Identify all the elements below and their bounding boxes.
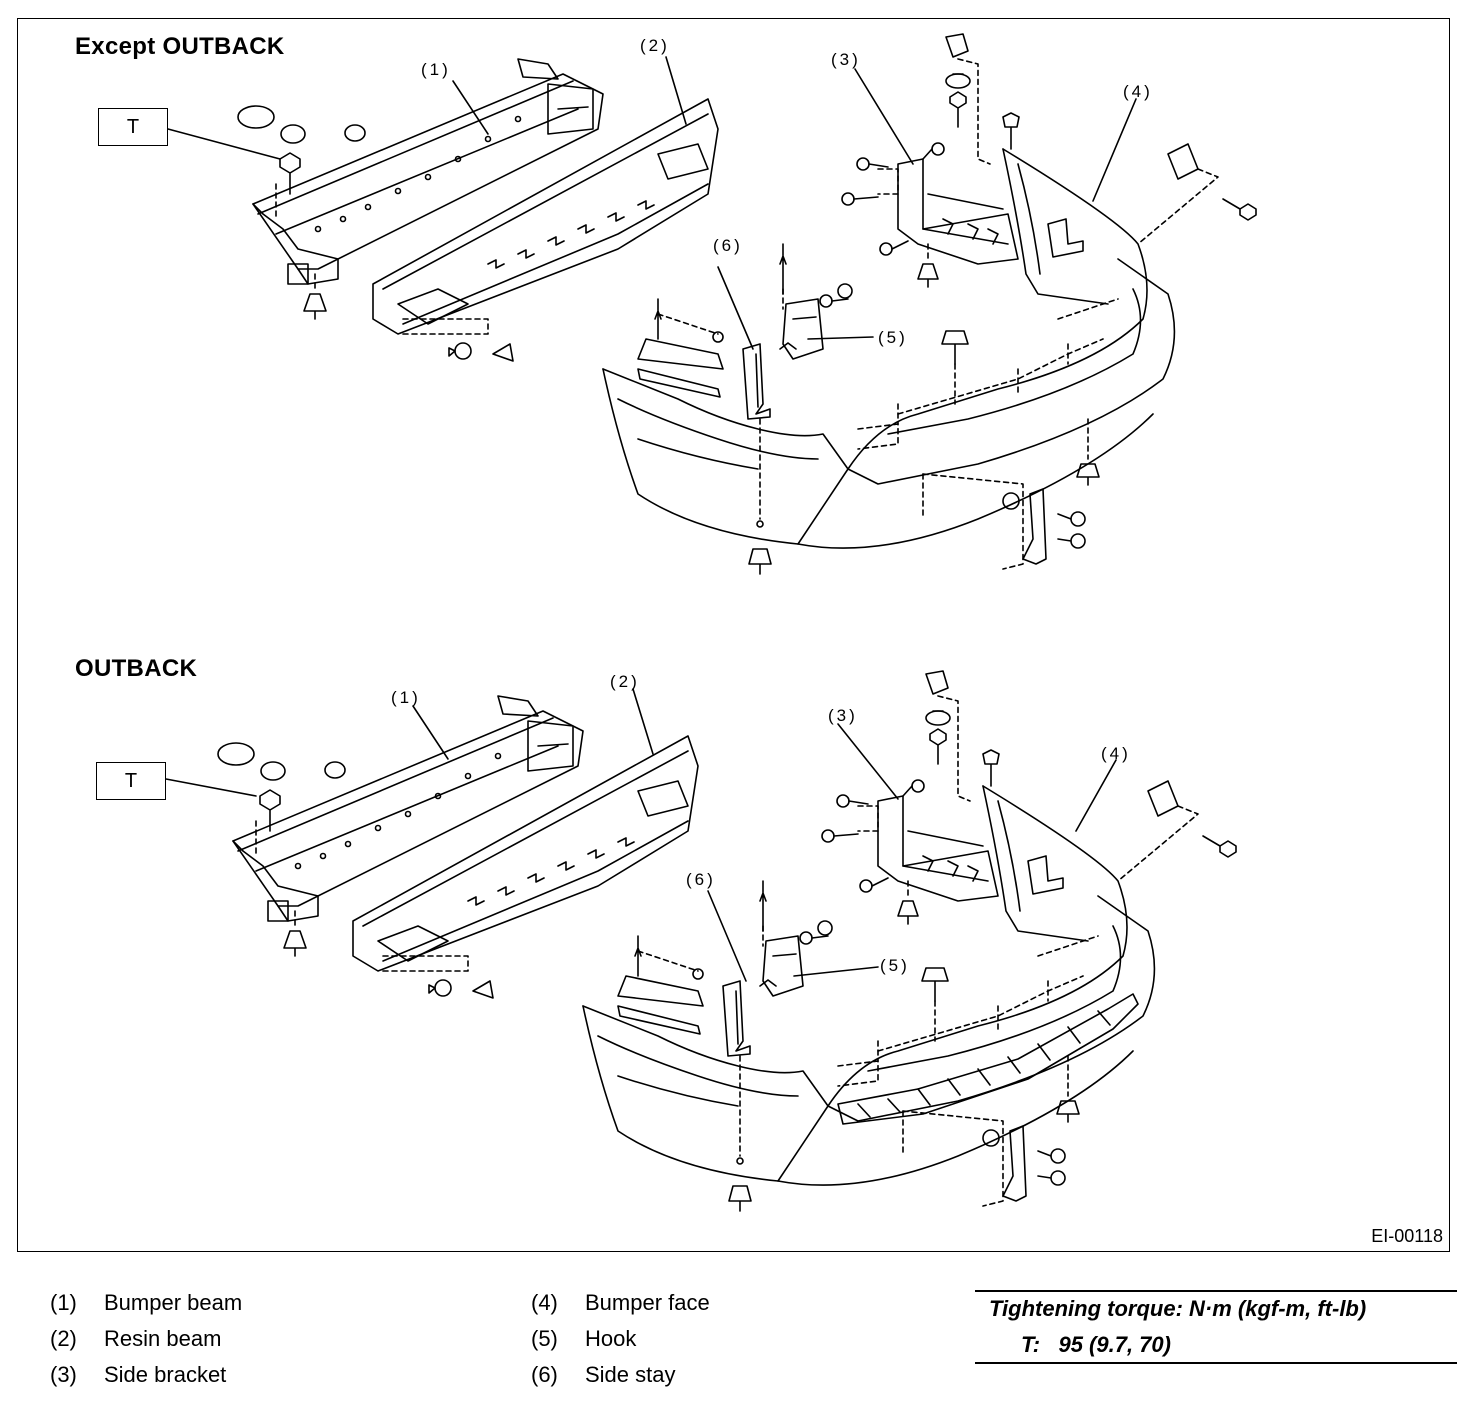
callout-4-upper: (4) — [1123, 82, 1153, 101]
legend-label: Side stay — [585, 1362, 676, 1387]
legend-label: Hook — [585, 1326, 637, 1351]
torque-value: T: 95 (9.7, 70) — [1021, 1332, 1171, 1357]
legend-right-column: (4) Bumper face (5) Hook (6) Side stay — [531, 1290, 710, 1398]
legend-item: (3) Side bracket — [50, 1362, 242, 1398]
callout-5-lower: (5) — [880, 956, 910, 975]
legend-label: Side bracket — [104, 1362, 227, 1387]
callout-3-lower: (3) — [828, 706, 858, 725]
legend-number: (4) — [531, 1290, 558, 1315]
callout-5-upper: (5) — [878, 328, 908, 347]
callout-6-upper: (6) — [713, 236, 743, 255]
torque-tag-lower: T — [96, 762, 166, 800]
lower-bumper-assembly — [217, 670, 1237, 1212]
callout-2-lower: (2) — [610, 672, 640, 691]
callout-6-lower: (6) — [686, 870, 716, 889]
exploded-view-figure: (1) (2) (3) (4) (6) (5) (1) (2) (3) (4) … — [17, 18, 1450, 1252]
legend-number: (6) — [531, 1362, 558, 1387]
section-title-outback: OUTBACK — [75, 655, 198, 682]
bumper-exploded-drawing: (1) (2) (3) (4) (6) (5) (1) (2) (3) (4) … — [165, 33, 1257, 1212]
legend-label: Bumper face — [585, 1290, 710, 1315]
legend-item: (6) Side stay — [531, 1362, 710, 1398]
legend-number: (3) — [50, 1362, 77, 1387]
legend-label: Bumper beam — [104, 1290, 243, 1315]
torque-title: Tightening torque: N·m (kgf-m, ft-lb) — [989, 1296, 1367, 1321]
figure-id: EI-00118 — [1371, 1226, 1443, 1246]
callout-1-upper: (1) — [421, 60, 451, 79]
section-title-except-outback: Except OUTBACK — [75, 33, 285, 60]
legend-item: (4) Bumper face — [531, 1290, 710, 1326]
tightening-torque-box: Tightening torque: N·m (kgf-m, ft-lb) T:… — [975, 1290, 1457, 1364]
legend-left-column: (1) Bumper beam (2) Resin beam (3) Side bra… — [50, 1290, 242, 1398]
legend-number: (2) — [50, 1326, 77, 1351]
legend-label: Resin beam — [104, 1326, 222, 1351]
callout-4-lower: (4) — [1101, 744, 1131, 763]
legend-item: (5) Hook — [531, 1326, 710, 1362]
callout-2-upper: (2) — [640, 36, 670, 55]
callout-3-upper: (3) — [831, 50, 861, 69]
step-plate — [837, 993, 1139, 1125]
upper-bumper-assembly — [237, 33, 1257, 575]
legend-number: (5) — [531, 1326, 558, 1351]
legend-item: (2) Resin beam — [50, 1326, 242, 1362]
callout-1-lower: (1) — [391, 688, 421, 707]
legend-item: (1) Bumper beam — [50, 1290, 242, 1326]
torque-tag-upper: T — [98, 108, 168, 146]
legend-number: (1) — [50, 1290, 77, 1315]
